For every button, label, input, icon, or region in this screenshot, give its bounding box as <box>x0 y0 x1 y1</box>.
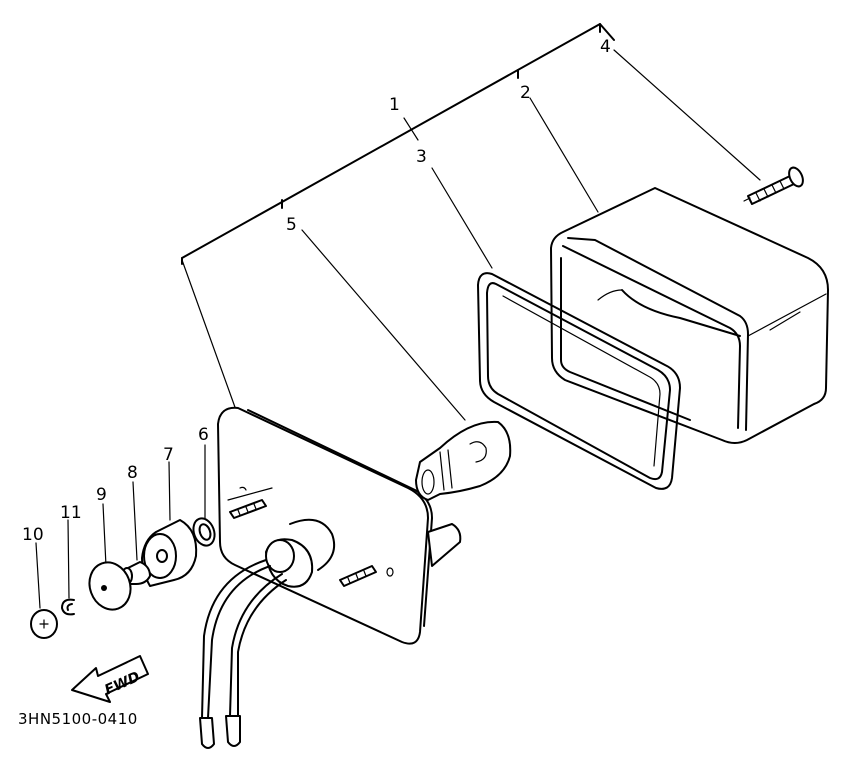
callout-3: 3 <box>416 147 427 167</box>
callout-4: 4 <box>600 37 611 57</box>
lens-disc <box>88 561 132 611</box>
callout-7: 7 <box>163 445 174 465</box>
callout-2: 2 <box>520 83 531 103</box>
screw <box>743 166 804 205</box>
grommet <box>141 519 198 587</box>
callout-8: 8 <box>127 463 138 483</box>
drawing-code: 3HN5100-0410 <box>18 710 138 728</box>
clip <box>61 598 75 616</box>
cap <box>30 609 58 639</box>
forward-arrow-icon: FWD <box>71 655 149 703</box>
bulb <box>415 420 512 501</box>
callout-labels: 1 2 3 4 5 6 7 8 9 10 11 <box>22 37 611 545</box>
callout-11: 11 <box>60 503 82 523</box>
callout-5: 5 <box>286 215 297 235</box>
wire-leads <box>199 559 287 749</box>
gasket <box>477 272 681 490</box>
callout-6: 6 <box>198 425 209 445</box>
base-plate <box>217 406 462 645</box>
lens-housing <box>550 187 829 444</box>
leader-lines <box>35 49 761 609</box>
callout-1: 1 <box>389 95 400 115</box>
callout-10: 10 <box>22 525 44 545</box>
callout-9: 9 <box>96 485 107 505</box>
assembly-bracket <box>181 23 615 265</box>
